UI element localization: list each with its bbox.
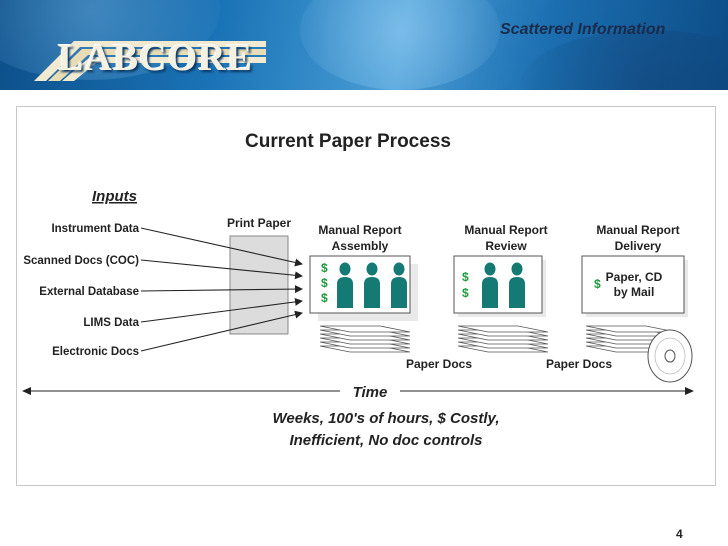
arrow-scanned-docs xyxy=(140,259,303,280)
inputs-label: Inputs xyxy=(92,188,137,205)
input-electronic-docs: Electronic Docs xyxy=(52,346,139,358)
caption-line1: Weeks, 100's of hours, $ Costly, xyxy=(273,410,500,427)
paper-stack xyxy=(320,325,410,353)
stage-assembly-line1: Manual Report xyxy=(318,223,401,237)
diagram-heading: Current Paper Process xyxy=(245,131,451,152)
header-banner: LABCORE Scattered Information xyxy=(0,0,728,90)
page-number: 4 xyxy=(676,527,683,541)
delivery-box xyxy=(581,255,685,314)
caption-line2: Inefficient, No doc controls xyxy=(289,432,482,449)
stage-review-line1: Manual Report xyxy=(464,223,547,237)
delivery-method-line2: by Mail xyxy=(614,285,655,299)
stage-review-line2: Review xyxy=(485,239,527,253)
dollar-icon: $ xyxy=(462,286,469,300)
time-label: Time xyxy=(353,384,388,401)
stage-assembly-line2: Assembly xyxy=(332,239,389,253)
input-instrument-data: Instrument Data xyxy=(51,223,139,235)
dollar-icon: $ xyxy=(594,277,601,291)
cd-disc-icon xyxy=(647,329,693,383)
stage-delivery-line1: Manual Report xyxy=(596,223,679,237)
review-box xyxy=(453,255,543,314)
arrow-lims-data xyxy=(140,297,303,323)
print-paper-panel xyxy=(229,235,289,335)
dollar-icon: $ xyxy=(321,276,328,290)
time-axis-left-arrowhead xyxy=(22,387,31,395)
dollar-icon: $ xyxy=(321,291,328,305)
input-scanned-docs: Scanned Docs (COC) xyxy=(23,255,139,267)
dollar-icon: $ xyxy=(321,261,328,275)
paper-docs-label: Paper Docs xyxy=(406,357,472,371)
paper-docs-label: Paper Docs xyxy=(546,357,612,371)
logo: LABCORE xyxy=(58,37,253,79)
arrow-instrument-data xyxy=(140,227,303,267)
slide-title: Scattered Information xyxy=(500,21,666,38)
paper-stack xyxy=(458,325,548,353)
dollar-icon: $ xyxy=(462,270,469,284)
logo-stripes xyxy=(34,41,266,81)
time-axis-right-arrowhead xyxy=(685,387,694,395)
delivery-method-line1: Paper, CD xyxy=(606,270,663,284)
print-paper-label: Print Paper xyxy=(227,216,291,230)
input-external-database: External Database xyxy=(39,286,139,298)
arrow-external-database xyxy=(140,285,303,294)
arrow-electronic-docs xyxy=(140,310,303,352)
input-lims-data: LIMS Data xyxy=(83,317,139,329)
stage-delivery-line2: Delivery xyxy=(615,239,662,253)
